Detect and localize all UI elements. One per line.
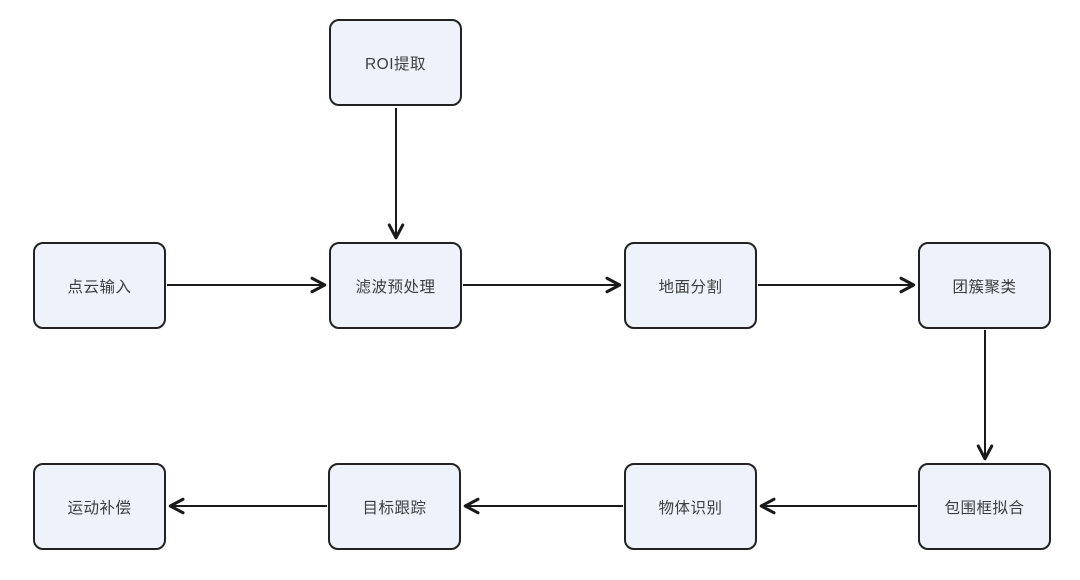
node-cluster-clustering-label: 团簇聚类 — [952, 278, 1017, 296]
node-ground-segmentation: 地面分割 — [624, 242, 757, 329]
node-filter-preprocess-label: 滤波预处理 — [355, 278, 436, 296]
node-filter-preprocess: 滤波预处理 — [329, 242, 462, 329]
node-pointcloud-input-label: 点云输入 — [67, 278, 132, 296]
node-object-recognition-label: 物体识别 — [658, 499, 723, 517]
node-roi-extraction: ROI提取 — [329, 19, 462, 106]
node-ground-segmentation-label: 地面分割 — [658, 278, 723, 296]
node-motion-compensation-label: 运动补偿 — [67, 499, 132, 517]
node-roi-extraction-label: ROI提取 — [364, 55, 427, 73]
node-object-recognition: 物体识别 — [624, 463, 757, 550]
node-bounding-box-fitting-label: 包围框拟合 — [944, 499, 1025, 517]
node-target-tracking: 目标跟踪 — [328, 463, 461, 550]
node-bounding-box-fitting: 包围框拟合 — [918, 463, 1051, 550]
node-target-tracking-label: 目标跟踪 — [362, 499, 427, 517]
node-pointcloud-input: 点云输入 — [33, 242, 166, 329]
node-motion-compensation: 运动补偿 — [33, 463, 166, 550]
node-cluster-clustering: 团簇聚类 — [918, 242, 1051, 329]
